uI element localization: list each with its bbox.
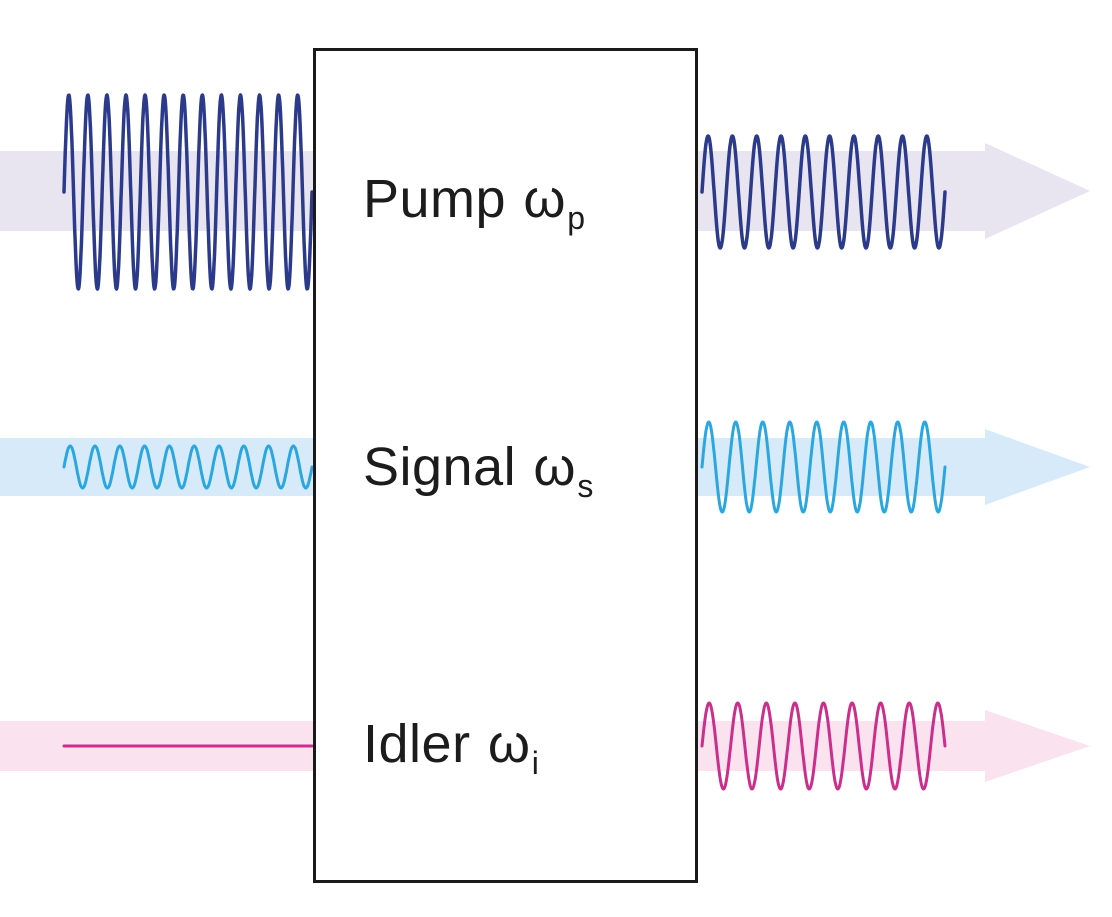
idler-omega-symbol: ω xyxy=(487,714,531,774)
pump-arrowhead-icon xyxy=(985,143,1090,239)
signal-output-wave xyxy=(700,420,947,514)
pump-omega-symbol: ω xyxy=(523,169,567,229)
signal-arrowhead-icon xyxy=(985,429,1090,505)
idler-output-wave-path xyxy=(700,701,947,791)
signal-input-wave-path xyxy=(62,444,314,490)
idler-input-line xyxy=(62,744,314,748)
pump-output-wave xyxy=(700,134,947,250)
signal-subscript: s xyxy=(577,468,594,505)
idler-arrowhead-icon xyxy=(985,710,1090,782)
idler-label-text: Idler xyxy=(363,714,471,774)
pump-subscript: p xyxy=(567,200,586,237)
pump-output-wave-path xyxy=(700,134,947,250)
nonlinear-medium-box xyxy=(313,48,698,883)
idler-output-wave xyxy=(700,701,947,791)
signal-label-text: Signal xyxy=(363,437,517,497)
idler-subscript: i xyxy=(531,745,540,782)
signal-output-wave-path xyxy=(700,420,947,514)
signal-omega-symbol: ω xyxy=(533,437,577,497)
signal-input-wave xyxy=(62,444,314,490)
pump-input-wave-path xyxy=(62,93,314,291)
pump-input-wave xyxy=(62,93,314,291)
pump-label-text: Pump xyxy=(363,169,507,229)
